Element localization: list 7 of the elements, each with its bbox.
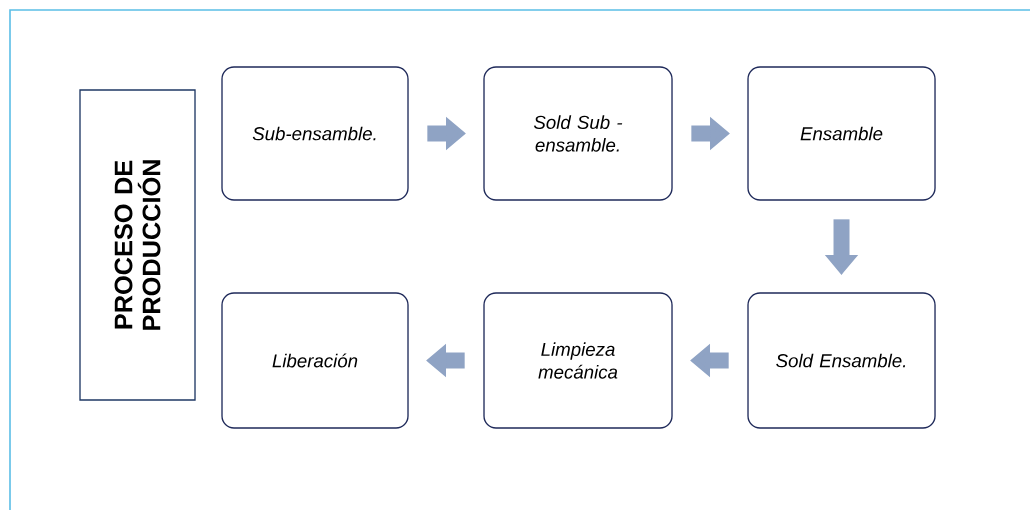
process-box: Ensamble	[747, 66, 936, 201]
process-box: Sold Ensamble.	[747, 292, 936, 429]
process-box: Liberación	[221, 292, 409, 429]
process-box: Limpieza mecánica	[483, 292, 673, 429]
title-box: PROCESO DE PRODUCCIÓN	[79, 89, 196, 401]
process-box: Sub-ensamble.	[221, 66, 409, 201]
process-box: Sold Sub - ensamble.	[483, 66, 673, 201]
